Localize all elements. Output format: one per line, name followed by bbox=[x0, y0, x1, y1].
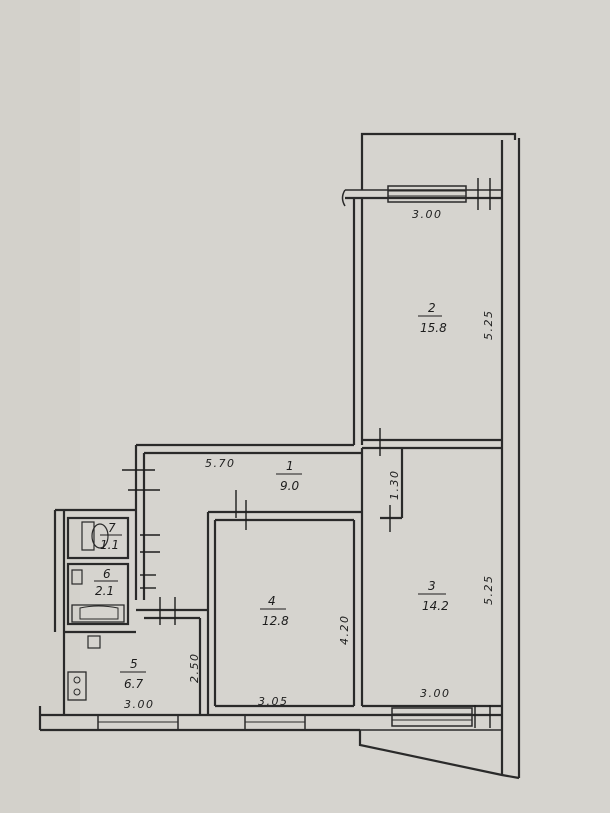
dim-kitchen-length: 2.50 bbox=[188, 653, 201, 684]
room5-number: 5 bbox=[130, 657, 138, 671]
fixtures bbox=[67, 521, 125, 701]
door-marks bbox=[122, 428, 391, 625]
room6-number: 6 bbox=[103, 567, 111, 581]
room5-area: 6.7 bbox=[124, 677, 143, 691]
window-kitchen bbox=[97, 714, 179, 731]
stove-icon bbox=[67, 671, 87, 701]
dim-room3-length: 5.25 bbox=[482, 575, 495, 606]
balcony-top bbox=[360, 132, 517, 140]
walls bbox=[38, 132, 521, 780]
window-room4 bbox=[244, 714, 306, 731]
window-room2-left-stub bbox=[341, 189, 346, 207]
dim-room4-length: 4.20 bbox=[338, 615, 351, 646]
dim-room2-length: 5.25 bbox=[482, 310, 495, 341]
dim-room4-width: 3.05 bbox=[258, 695, 289, 708]
room-labels: 2 15.8 1 9.0 3 14.2 4 12.8 5 6.7 6 2.1 7… bbox=[94, 301, 449, 691]
room3-number: 3 bbox=[428, 579, 436, 593]
bottom-balcony bbox=[358, 730, 520, 780]
radiator-icon bbox=[87, 635, 101, 649]
room1-area: 9.0 bbox=[280, 479, 299, 493]
window-room3 bbox=[391, 705, 491, 728]
paper-shadow bbox=[0, 0, 80, 813]
room6-box bbox=[66, 562, 130, 626]
room2-area: 15.8 bbox=[420, 321, 447, 335]
room1-number: 1 bbox=[286, 459, 294, 473]
room3-area: 14.2 bbox=[422, 599, 449, 613]
toilet-icon bbox=[81, 521, 109, 551]
window-room2 bbox=[387, 178, 491, 210]
dim-hall-length: 5.70 bbox=[205, 457, 236, 470]
room4-number: 4 bbox=[268, 594, 276, 608]
dim-room2-width: 3.00 bbox=[412, 208, 443, 221]
windows bbox=[97, 178, 491, 731]
room6-area: 2.1 bbox=[95, 584, 114, 598]
room7-box bbox=[66, 516, 130, 560]
dimension-labels: 3.00 5.25 5.25 3.00 5.70 1.30 4.20 3.05 … bbox=[124, 208, 495, 711]
dim-kitchen-width: 3.00 bbox=[124, 698, 155, 711]
sink-icon bbox=[71, 569, 83, 585]
room2-number: 2 bbox=[428, 301, 436, 315]
bathtub-icon bbox=[71, 604, 125, 623]
room7-number: 7 bbox=[108, 521, 116, 535]
dim-hall-width: 1.30 bbox=[388, 470, 401, 501]
room4-area: 12.8 bbox=[262, 614, 289, 628]
room7-area: 1.1 bbox=[100, 538, 119, 552]
dim-room3-width: 3.00 bbox=[420, 687, 451, 700]
